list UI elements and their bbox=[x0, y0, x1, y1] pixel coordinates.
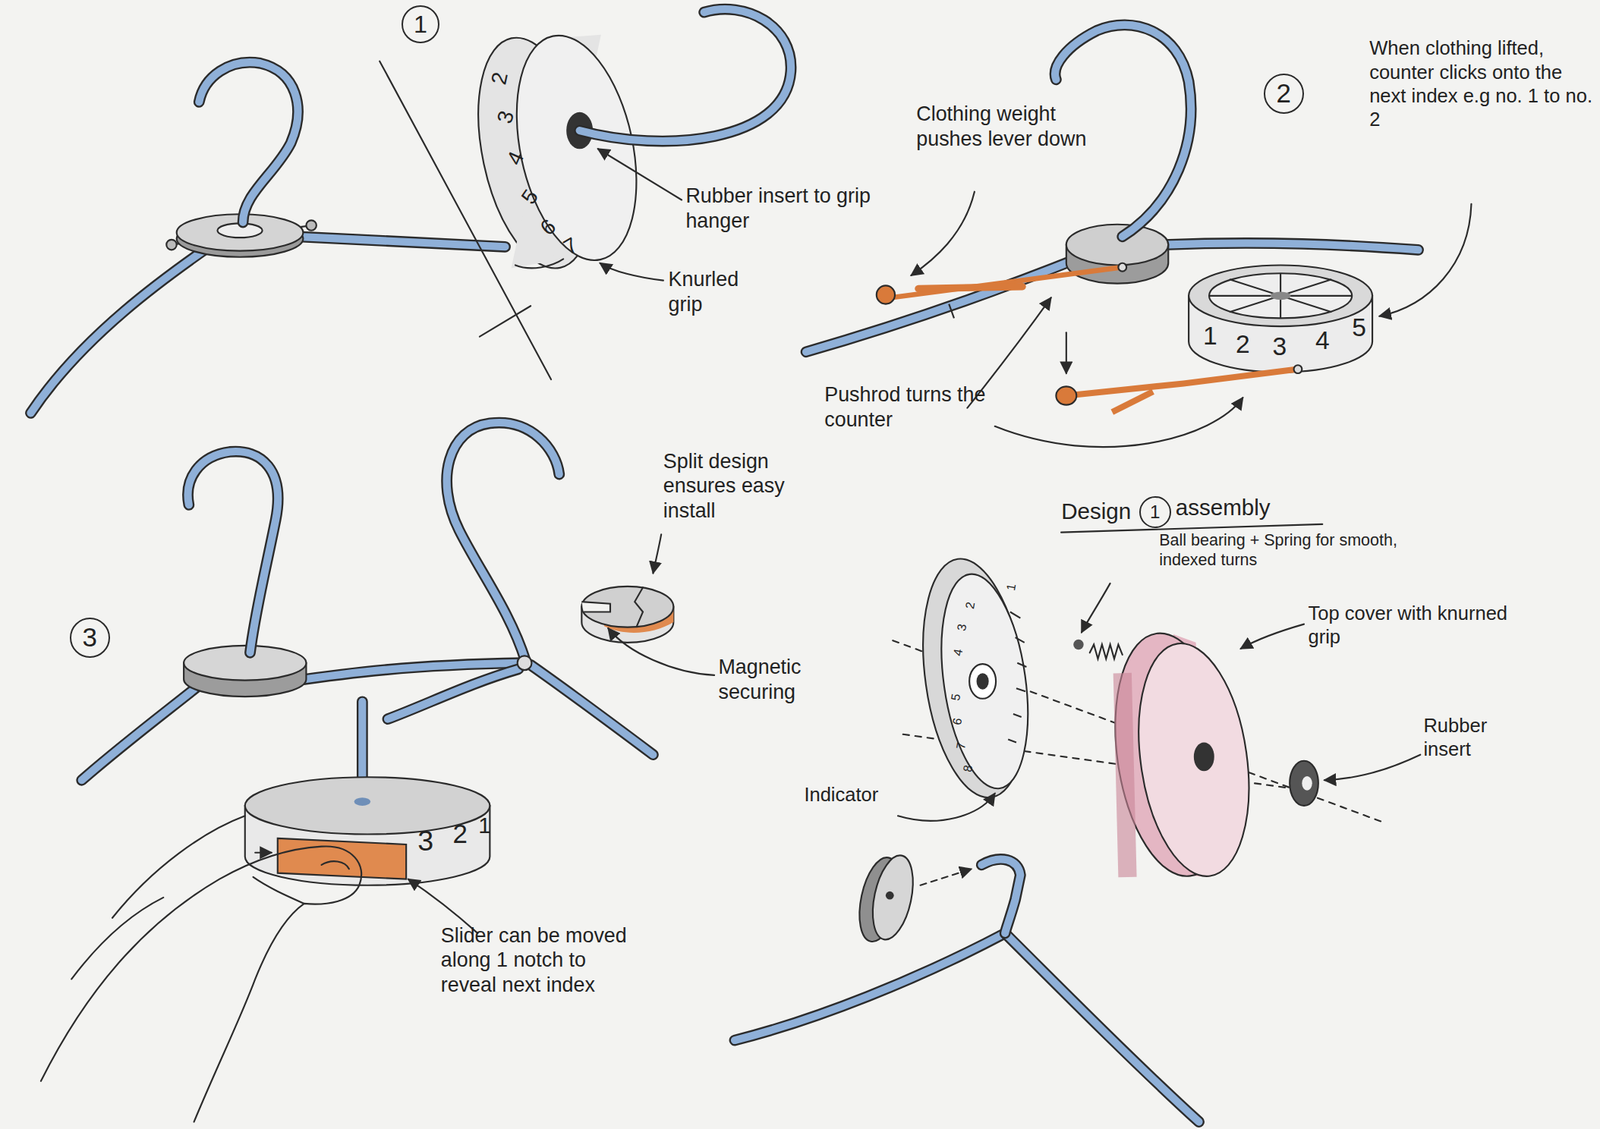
callout-text: Indicator bbox=[803, 783, 917, 807]
slider-digit: 1 bbox=[475, 812, 494, 840]
dial-digit: 4 bbox=[949, 644, 967, 662]
counter-digit: 5 bbox=[1348, 311, 1370, 344]
callout-text: Pushrod turns the counter bbox=[824, 382, 1003, 433]
callout-circle: 2 bbox=[1263, 73, 1304, 114]
counter-digit: 3 bbox=[1269, 330, 1290, 363]
dial-digit: 3 bbox=[953, 619, 971, 637]
slider-digit: 3 bbox=[412, 824, 438, 860]
callout-text: Ball bearing + Spring for smooth, indexe… bbox=[1159, 530, 1435, 571]
dial-digit: 2 bbox=[961, 597, 980, 615]
section-heading: assembly bbox=[1175, 494, 1309, 522]
callout-text: When clothing lifted, counter clicks ont… bbox=[1369, 36, 1596, 132]
callout-number: 3 bbox=[82, 624, 98, 652]
callout-number: 1 bbox=[1149, 503, 1160, 522]
callout-circle: 1 bbox=[401, 5, 440, 44]
dial-digit: 1 bbox=[1002, 578, 1021, 596]
callout-circle: 1 bbox=[1139, 496, 1172, 529]
section-heading: Design bbox=[1061, 497, 1153, 526]
dial-digit: 7 bbox=[952, 737, 971, 755]
counter-digit: 2 bbox=[1232, 328, 1254, 360]
callout-text: Split design ensures easy install bbox=[663, 449, 842, 524]
dial-digit: 5 bbox=[947, 689, 965, 706]
callout-text: Slider can be moved along 1 notch to rev… bbox=[440, 923, 646, 999]
counter-digit: 1 bbox=[1200, 320, 1221, 352]
callout-text: Rubber insert bbox=[1423, 714, 1536, 762]
callout-text: Magnetic securing bbox=[718, 655, 831, 706]
callout-number: 2 bbox=[1276, 80, 1292, 108]
callout-text: Knurled grip bbox=[668, 267, 771, 318]
callout-text: Top cover with knurned grip bbox=[1308, 601, 1523, 649]
dial-digit: 8 bbox=[959, 760, 977, 778]
callout-text: Rubber insert to grip hanger bbox=[685, 183, 879, 234]
slider-digit: 2 bbox=[449, 818, 473, 851]
callout-circle: 3 bbox=[69, 617, 111, 659]
callout-text: Clothing weight pushes lever down bbox=[916, 101, 1110, 152]
counter-digit: 4 bbox=[1312, 324, 1333, 356]
dial-digit: 6 bbox=[948, 713, 967, 731]
callout-number: 1 bbox=[413, 12, 428, 37]
